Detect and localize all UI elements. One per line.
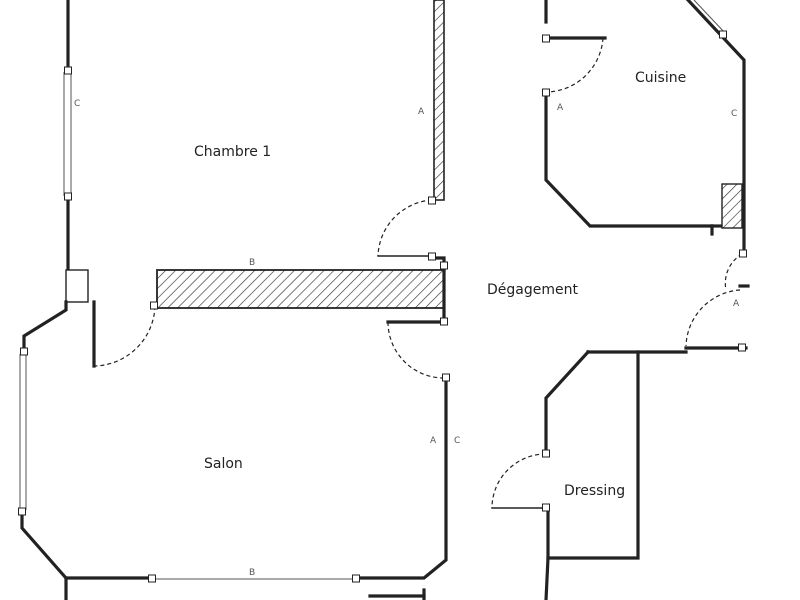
chambre-door xyxy=(377,199,433,257)
dressing-walls xyxy=(544,349,688,600)
room-label-degagement: Dégagement xyxy=(487,282,578,298)
room-label-cuisine: Cuisine xyxy=(635,70,686,86)
room-label-dressing: Dressing xyxy=(564,483,625,499)
wall-nodes xyxy=(18,30,747,583)
chambre-walls xyxy=(63,0,446,368)
wall-label-a: A xyxy=(557,103,564,113)
degagement-door xyxy=(387,321,445,379)
wall-label-a: A xyxy=(733,299,740,309)
room-label-salon: Salon xyxy=(204,456,243,472)
degagement-right-door xyxy=(685,289,741,347)
cuisine-door xyxy=(547,37,604,93)
bedroom-salon-wall xyxy=(156,269,445,309)
wall-label-c: C xyxy=(731,109,737,119)
chambre-salon-door xyxy=(93,305,156,367)
wall-label-a: A xyxy=(430,436,437,446)
salon-walls xyxy=(19,300,448,600)
wall-label-b: B xyxy=(249,568,255,578)
wall-label-b: B xyxy=(249,258,255,268)
wall-label-a: A xyxy=(418,107,425,117)
chambre-right-wall xyxy=(433,0,445,201)
room-label-chambre: Chambre 1 xyxy=(194,144,271,160)
cuisine-pillar xyxy=(721,183,743,229)
pillar xyxy=(65,269,89,303)
wall-label-c: C xyxy=(454,436,460,446)
wall-label-c: C xyxy=(74,99,80,109)
cuisine-side-door xyxy=(724,253,743,291)
cuisine-walls xyxy=(544,0,746,256)
dressing-door xyxy=(491,453,547,509)
